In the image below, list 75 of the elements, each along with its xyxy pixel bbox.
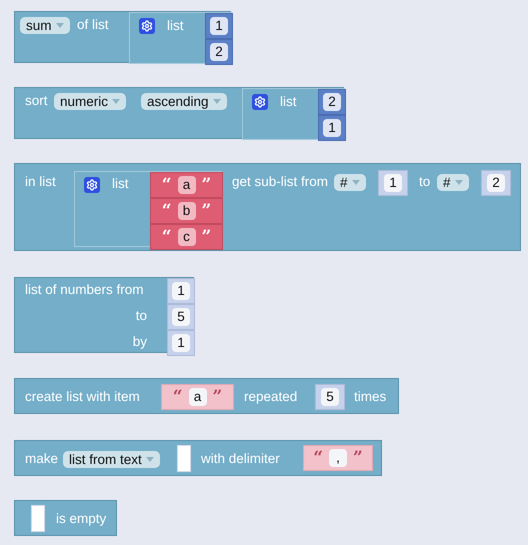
dropdown-field: numeric	[54, 93, 126, 110]
value-field: a	[178, 176, 196, 194]
quote-mark: ”	[202, 228, 212, 246]
dropdown-field: #	[437, 174, 469, 191]
value-field: a	[188, 388, 206, 406]
list-block	[74, 171, 222, 247]
number-block	[167, 330, 195, 356]
block-label: to	[136, 307, 147, 325]
text-block	[150, 224, 223, 250]
block-label: is empty	[56, 510, 106, 528]
dropdown-field: list from text	[63, 451, 160, 468]
block-label: repeated	[244, 388, 298, 406]
value-field: 1	[172, 282, 190, 300]
quote-mark: “	[162, 228, 172, 246]
text-block	[161, 384, 234, 410]
block-label: to	[419, 173, 430, 191]
value-field: 2	[323, 93, 341, 111]
quote-mark: ”	[202, 176, 212, 194]
number-block	[167, 278, 195, 304]
value-field: 1	[323, 119, 341, 137]
code-block	[14, 378, 399, 414]
code-block	[14, 277, 194, 353]
text-block	[150, 198, 223, 224]
quote-mark: “	[162, 176, 172, 194]
number-block	[318, 89, 346, 115]
block-label: list	[280, 93, 296, 111]
quote-mark: “	[313, 449, 323, 467]
block-label: get sub-list from	[232, 173, 328, 191]
number-block	[318, 115, 346, 141]
value-field: 5	[172, 308, 190, 326]
value-field: ,	[329, 449, 347, 467]
text-block	[303, 445, 373, 471]
number-block	[481, 170, 511, 196]
code-block	[14, 87, 344, 139]
value-field: 2	[210, 43, 228, 61]
dropdown-field: #	[334, 174, 366, 191]
empty-socket	[31, 505, 45, 532]
block-label: create list with item	[25, 388, 140, 406]
block-label: sort	[25, 92, 48, 110]
number-block	[378, 170, 408, 196]
block-label: of list	[77, 16, 109, 34]
value-field: 1	[172, 334, 190, 352]
empty-socket	[177, 445, 191, 472]
code-block	[14, 440, 382, 476]
value-field: c	[178, 228, 196, 246]
quote-mark: “	[162, 202, 172, 220]
code-block	[14, 163, 521, 251]
block-label: times	[354, 388, 386, 406]
quote-mark: “	[172, 388, 182, 406]
dropdown-field: sum	[20, 17, 70, 34]
value-field: b	[178, 202, 196, 220]
text-block	[150, 172, 223, 198]
value-field: 1	[384, 174, 402, 192]
value-field: 1	[210, 17, 228, 35]
block-label: with delimiter	[201, 450, 280, 468]
number-block	[205, 13, 233, 39]
number-block	[315, 384, 345, 410]
block-label: list	[112, 175, 128, 193]
block-label: make	[25, 450, 58, 468]
number-block	[205, 39, 233, 65]
number-block	[167, 304, 195, 330]
list-block	[242, 88, 345, 140]
code-block	[14, 500, 117, 536]
quote-mark: ”	[353, 449, 363, 467]
block-label: list of numbers from	[25, 281, 144, 299]
block-label: list	[167, 17, 184, 35]
code-block	[14, 11, 231, 63]
list-block	[129, 12, 232, 64]
block-label: by	[132, 333, 147, 351]
dropdown-field: ascending	[141, 93, 227, 110]
quote-mark: ”	[202, 202, 212, 220]
value-field: 5	[321, 388, 339, 406]
block-label: in list	[25, 173, 56, 191]
quote-mark: ”	[212, 388, 222, 406]
value-field: 2	[487, 174, 505, 192]
